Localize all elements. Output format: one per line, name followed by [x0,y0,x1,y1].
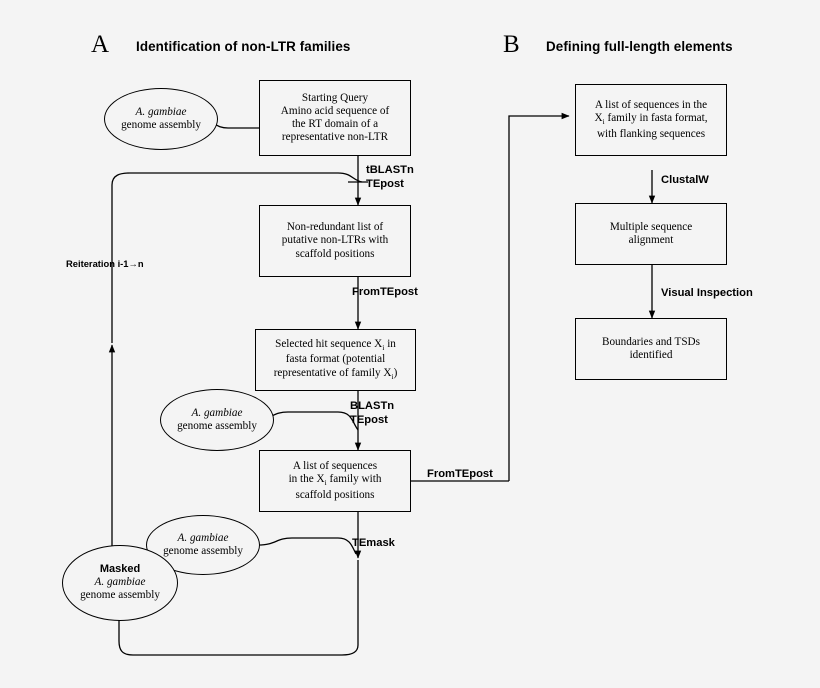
listfasta-line3: with flanking sequences [596,127,706,140]
box-boundaries-tsds: Boundaries and TSDs identified [575,318,727,380]
genome1-text: genome assembly [121,119,201,131]
box-list-fasta-flanking: A list of sequences in the Xi family in … [575,84,727,156]
genome3-species: A. gambiae [177,531,229,544]
selected-line1-sub: i [382,343,385,353]
query-line3: the RT domain of a [291,118,379,130]
box-non-redundant-list: Non-redundant list of putative non-LTRs … [259,205,411,277]
listx-line1: A list of sequences [292,460,378,473]
ellipse-genome-assembly-1: A. gambiae genome assembly [104,88,218,150]
blastn-line1: BLASTn [350,400,395,412]
masked-species: A. gambiae [94,576,146,589]
edge-label-visual-inspection: Visual Inspection [661,287,753,299]
nonredundant-line3: scaffold positions [295,247,375,260]
selected-line2: fasta format (potential [285,353,386,366]
nonredundant-line1: Non-redundant list of [286,221,384,234]
tblastn-line2: TEpost [366,178,404,191]
ellipse-masked-genome-assembly: Masked A. gambiae genome assembly [62,545,178,621]
listfasta-line2-a: X [594,112,603,125]
listfasta-line2: Xi family in fasta format, [580,112,722,127]
panel-letter-a: A [91,31,110,58]
boundaries-line1: Boundaries and TSDs [602,335,700,348]
panel-title-b: Defining full-length elements [546,39,733,54]
masked-label: Masked [99,563,141,576]
genome3-text: genome assembly [163,545,243,557]
edge-label-temask: TEmask [352,537,395,549]
edge-label-fromtepost-right: FromTEpost [427,468,493,480]
box-list-of-sequences-family: A list of sequences in the Xi family wit… [259,450,411,512]
selected-line3: representative of family Xi) [260,367,411,382]
panel-letter-b: B [503,31,520,58]
blastn-line2: TEpost [350,414,388,427]
listx-line2: in the Xi family with [264,473,406,488]
edge-label-reiteration: Reiteration i-1→n [66,258,144,269]
panel-title-a: Identification of non-LTR families [136,39,351,54]
genome1-species: A. gambiae [135,105,187,118]
selected-line1-b: in [384,338,396,351]
edge-label-blastn: BLASTn TEpost [350,399,394,428]
ellipse-genome-assembly-2: A. gambiae genome assembly [160,389,274,451]
wire-temask-to-masked [118,560,359,656]
listx-line2-a: in the X [288,473,325,486]
query-line2: Amino acid sequence of [280,104,390,117]
nonredundant-line2: putative non-LTRs with [281,234,389,247]
box-multiple-sequence-alignment: Multiple sequence alignment [575,203,727,265]
wire-panelB-feed [508,112,570,481]
edge-label-clustalw: ClustalW [661,174,709,186]
masked-text: genome assembly [80,589,160,602]
selected-line3-sub: i [391,371,394,381]
genome2-species: A. gambiae [191,406,243,419]
tblastn-line1: tBLASTn [366,164,414,176]
genome2-text: genome assembly [177,420,257,432]
listx-line2-b: family with [326,473,382,486]
edge-label-fromtepost-top: FromTEpost [352,286,418,298]
wire-genome3-to-temask [257,537,357,555]
listx-line2-sub: i [324,478,327,488]
box-starting-query: Starting Query Amino acid sequence of th… [259,80,411,156]
edge-label-tblastn: tBLASTn TEpost [366,163,414,192]
listfasta-line2-sub: i [602,117,605,127]
box-selected-hit-sequence: Selected hit sequence Xi in fasta format… [255,329,416,391]
msa-line1: Multiple sequence [609,220,693,233]
selected-line1: Selected hit sequence Xi in [260,338,411,353]
listfasta-line1: A list of sequences in the [594,99,708,112]
selected-line3-a: representative of family X [273,366,392,379]
query-line1: Starting Query [301,91,369,104]
selected-line3-b: ) [393,366,398,379]
wire-return-rail-top [111,172,363,343]
msa-line2: alignment [628,234,674,246]
listfasta-line2-b: family in fasta format, [604,112,708,125]
boundaries-line2: identified [629,349,673,361]
selected-line1-a: Selected hit sequence X [275,338,383,351]
query-line4: representative non-LTR [281,131,389,144]
listx-line3: scaffold positions [295,488,375,501]
